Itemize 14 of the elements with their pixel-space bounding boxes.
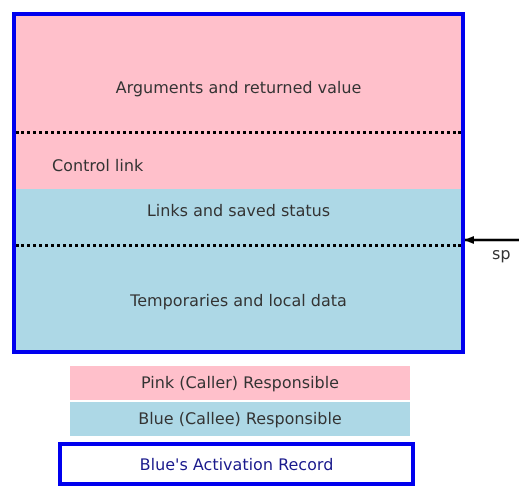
legend-label: Blue (Callee) Responsible: [138, 409, 342, 428]
record-section: [16, 16, 461, 131]
pointer-label: sp: [492, 244, 510, 263]
section-label: Links and saved status: [146, 201, 330, 220]
record-section: [16, 244, 461, 350]
record-section: [16, 189, 461, 244]
section-label: Arguments and returned value: [116, 78, 362, 97]
record-section: [16, 131, 461, 189]
legend-label: Blue's Activation Record: [140, 455, 334, 474]
section-label: Temporaries and local data: [130, 291, 347, 310]
section-label: Control link: [52, 156, 144, 175]
arrow: [464, 236, 519, 244]
legend-label: Pink (Caller) Responsible: [141, 373, 339, 392]
activation-record-box: [12, 12, 465, 354]
